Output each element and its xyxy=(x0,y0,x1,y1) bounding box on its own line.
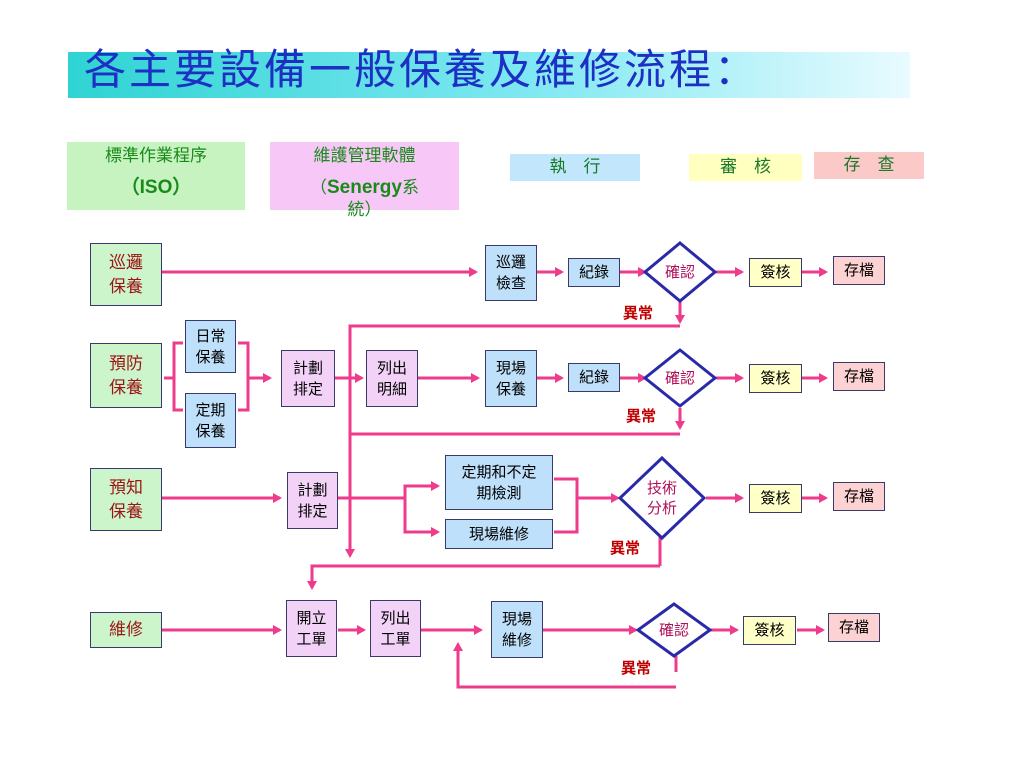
confirm-label-1: 確認 xyxy=(664,263,695,281)
page-title: 各主要設備一般保養及維修流程： xyxy=(84,45,760,94)
header-software-brand: Senergy xyxy=(327,177,402,198)
bracket-detect-repair xyxy=(554,477,618,534)
file-box-3: 存檔 xyxy=(833,482,885,511)
header-sop-line2: （ISO） xyxy=(120,177,192,198)
return-line-1 xyxy=(345,324,680,558)
file-box-1: 存檔 xyxy=(833,256,885,285)
file-box-4: 存檔 xyxy=(828,613,880,642)
abnormal-label-4: 異常 xyxy=(621,659,652,677)
site-maintenance-box: 現場 保養 xyxy=(485,350,537,407)
category-repair: 維修 xyxy=(90,612,162,648)
patrol-check-box: 巡邏 檢查 xyxy=(485,245,537,301)
daily-maintenance-box: 日常 保養 xyxy=(185,320,236,373)
bracket-daily-periodic xyxy=(238,341,270,412)
sign-box-4: 簽核 xyxy=(743,616,796,645)
abnormal-label-2: 異常 xyxy=(626,407,657,425)
arrow-plan-to-repair xyxy=(403,498,440,537)
return-loop-4 xyxy=(453,642,676,689)
header-software-paren: （ xyxy=(310,178,327,198)
analysis-diamond-3 xyxy=(617,455,707,541)
list-details-box: 列出 明細 xyxy=(366,350,418,407)
sign-box-2: 簽核 xyxy=(749,364,802,393)
header-archive: 存 查 xyxy=(814,152,924,179)
bracket-preventive xyxy=(164,341,183,412)
header-sop-line1: 標準作業程序 xyxy=(105,146,207,166)
confirm-label-2: 確認 xyxy=(664,369,695,387)
site-repair-box-3: 現場維修 xyxy=(445,519,553,549)
confirm-label-4: 確認 xyxy=(658,621,689,639)
list-work-order-box: 列出 工單 xyxy=(370,600,421,657)
plan-schedule-box-3: 計劃 排定 xyxy=(287,472,338,529)
header-execute: 執 行 xyxy=(510,154,640,181)
header-software-line2: （Senergy系 xyxy=(270,176,459,200)
plan-schedule-box-2: 計劃 排定 xyxy=(281,350,335,407)
header-sop: 標準作業程序 （ISO） xyxy=(67,142,245,210)
header-software-line1: 維護管理軟體 xyxy=(313,146,416,166)
record-box-1: 紀錄 xyxy=(568,258,620,287)
header-software-line3: 統） xyxy=(347,200,382,220)
title-band xyxy=(68,52,910,98)
return-to-work-order xyxy=(307,564,660,590)
header-software-sys: 系 xyxy=(401,178,419,198)
abnormal-label-3: 異常 xyxy=(610,539,641,557)
sign-box-3: 簽核 xyxy=(749,484,802,513)
periodic-detection-box: 定期和不定 期檢測 xyxy=(445,455,553,510)
confirm-diamond-2 xyxy=(642,348,718,408)
site-repair-box-4: 現場 維修 xyxy=(491,601,543,658)
header-review: 審 核 xyxy=(689,154,802,181)
arrow-plan-to-detect xyxy=(338,481,440,500)
technical-analysis-label: 技術 分析 xyxy=(646,479,677,517)
open-work-order-box: 開立 工單 xyxy=(286,600,337,657)
record-box-2: 紀錄 xyxy=(568,363,620,392)
header-software: 維護管理軟體 （Senergy系 統） xyxy=(270,142,459,220)
category-preventive: 預防 保養 xyxy=(90,343,162,408)
sign-box-1: 簽核 xyxy=(749,258,802,287)
periodic-maintenance-box: 定期 保養 xyxy=(185,393,236,448)
abnormal-label-1: 異常 xyxy=(623,304,654,322)
category-patrol: 巡邏 保養 xyxy=(90,243,162,306)
confirm-diamond-1 xyxy=(642,241,718,303)
file-box-2: 存檔 xyxy=(833,362,885,391)
category-predictive: 預知 保養 xyxy=(90,468,162,531)
confirm-diamond-4 xyxy=(635,602,713,658)
